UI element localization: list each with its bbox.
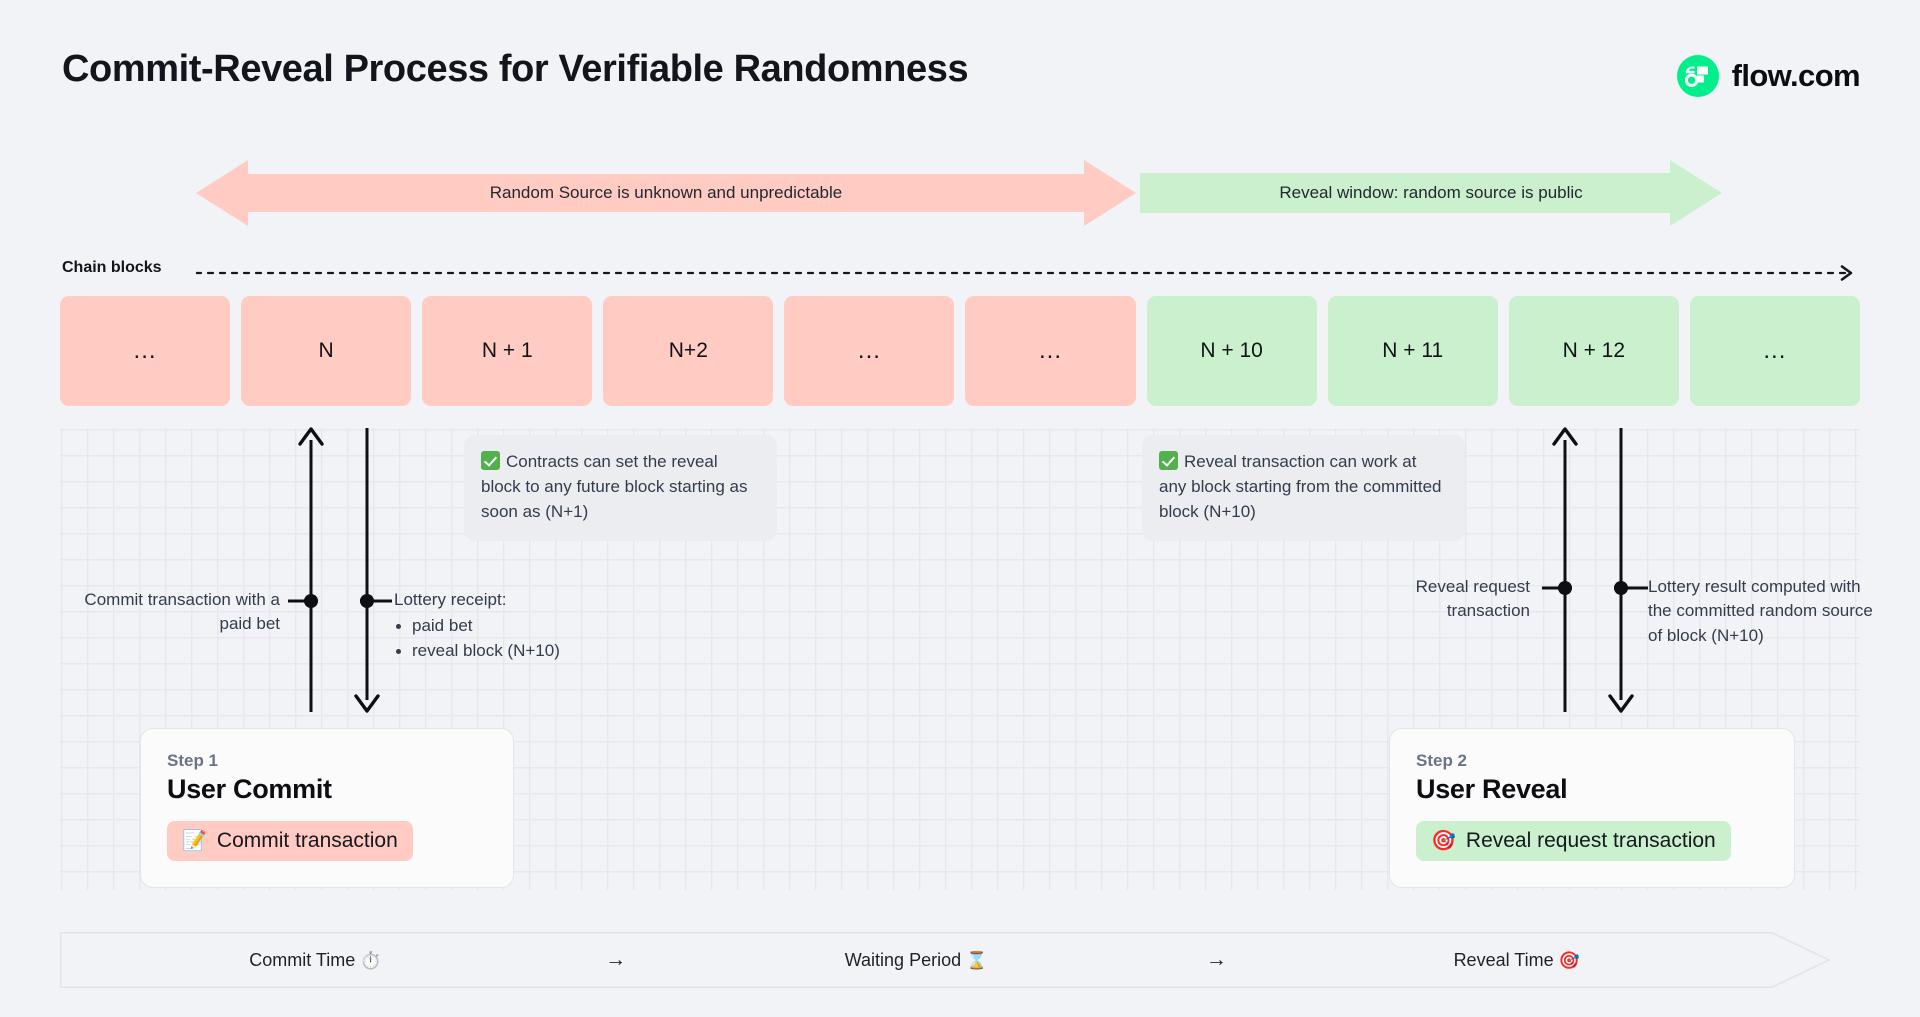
lottery-receipt-list: paid bet reveal block (N+10) <box>394 614 654 663</box>
chain-block[interactable]: ... <box>784 296 955 406</box>
chain-block[interactable]: N + 11 <box>1327 296 1498 406</box>
commit-transaction-chip[interactable]: 📝 Commit transaction <box>167 821 413 861</box>
footer-phase-reveal-time-label: Reveal Time <box>1453 949 1554 970</box>
step-card-user-commit[interactable]: Step 1 User Commit 📝 Commit transaction <box>140 728 514 888</box>
chain-blocks-label: Chain blocks <box>62 259 162 276</box>
footer-arrow-1: → <box>605 948 627 971</box>
label-reveal-request: Reveal request transaction <box>1330 575 1530 624</box>
note-reveal-text: Reveal transaction can work at any block… <box>1159 452 1442 521</box>
phase-banner-reveal: Reveal window: random source is public <box>1140 160 1722 226</box>
list-item: paid bet <box>394 614 654 638</box>
chain-block[interactable]: N+2 <box>603 296 774 406</box>
step-2-title: User Reveal <box>1416 774 1568 804</box>
list-item: reveal block (N+10) <box>394 639 654 663</box>
step-2-eyebrow: Step 2 <box>1416 751 1468 770</box>
chain-timeline-arrow <box>194 265 1868 281</box>
label-lottery-receipt-title: Lottery receipt: <box>394 590 507 609</box>
label-lottery-receipt: Lottery receipt: paid bet reveal block (… <box>394 588 654 663</box>
note-contracts: Contracts can set the reveal block to an… <box>464 435 777 541</box>
memo-icon: 📝 <box>182 830 207 852</box>
label-lottery-result-text: Lottery result computed with the committ… <box>1648 577 1873 645</box>
target-icon: 🎯 <box>1558 950 1580 970</box>
hourglass-icon: ⌛ <box>966 950 988 970</box>
chain-block[interactable]: ... <box>965 296 1136 406</box>
brand-logo: flow.com <box>1676 55 1861 97</box>
chain-blocks-row: ... N N + 1 N+2 ... ... N + 10 N + 11 N … <box>60 296 1860 406</box>
phase-banner-unknown-label: Random Source is unknown and unpredictab… <box>489 183 843 202</box>
footer-phase-commit-time-label: Commit Time <box>249 949 356 970</box>
chain-block[interactable]: ... <box>60 296 231 406</box>
chain-block[interactable]: ... <box>1689 296 1860 406</box>
reveal-request-chip[interactable]: 🎯 Reveal request transaction <box>1416 821 1731 861</box>
footer-timeline: Commit Time ⏱️ → Waiting Period ⌛ → Reve… <box>60 932 1830 988</box>
commit-transaction-chip-label: Commit transaction <box>216 829 398 852</box>
stopwatch-icon: ⏱️ <box>360 950 382 970</box>
footer-phase-reveal-time: Reveal Time 🎯 <box>1261 950 1772 971</box>
reveal-request-chip-label: Reveal request transaction <box>1465 829 1716 852</box>
check-mark-icon <box>481 451 500 470</box>
footer-phase-commit-time: Commit Time ⏱️ <box>60 950 571 971</box>
phase-banner-unknown: Random Source is unknown and unpredictab… <box>196 160 1136 226</box>
check-mark-icon <box>1159 451 1178 470</box>
chain-block[interactable]: N + 1 <box>422 296 593 406</box>
label-reveal-request-text: Reveal request transaction <box>1415 577 1530 621</box>
note-reveal: Reveal transaction can work at any block… <box>1142 435 1465 541</box>
footer-arrow-2: → <box>1205 948 1227 971</box>
footer-phase-waiting-period-label: Waiting Period <box>844 949 962 970</box>
flow-logo-icon <box>1676 55 1719 97</box>
chain-block[interactable]: N <box>241 296 412 406</box>
label-commit-transaction: Commit transaction with a paid bet <box>80 588 280 637</box>
brand-name: flow.com <box>1731 58 1861 93</box>
phase-banner-reveal-label: Reveal window: random source is public <box>1279 183 1583 202</box>
step-1-eyebrow: Step 1 <box>167 751 219 770</box>
label-commit-transaction-text: Commit transaction with a paid bet <box>84 590 280 634</box>
page-title: Commit-Reveal Process for Verifiable Ran… <box>62 48 969 90</box>
footer-phase-waiting-period: Waiting Period ⌛ <box>661 950 1172 971</box>
chain-block[interactable]: N + 12 <box>1508 296 1679 406</box>
step-card-user-reveal[interactable]: Step 2 User Reveal 🎯 Reveal request tran… <box>1389 728 1795 888</box>
label-lottery-result: Lottery result computed with the committ… <box>1648 575 1888 648</box>
chain-block[interactable]: N + 10 <box>1146 296 1317 406</box>
note-contracts-text: Contracts can set the reveal block to an… <box>481 452 748 521</box>
step-1-title: User Commit <box>167 774 332 804</box>
target-icon: 🎯 <box>1431 830 1456 852</box>
